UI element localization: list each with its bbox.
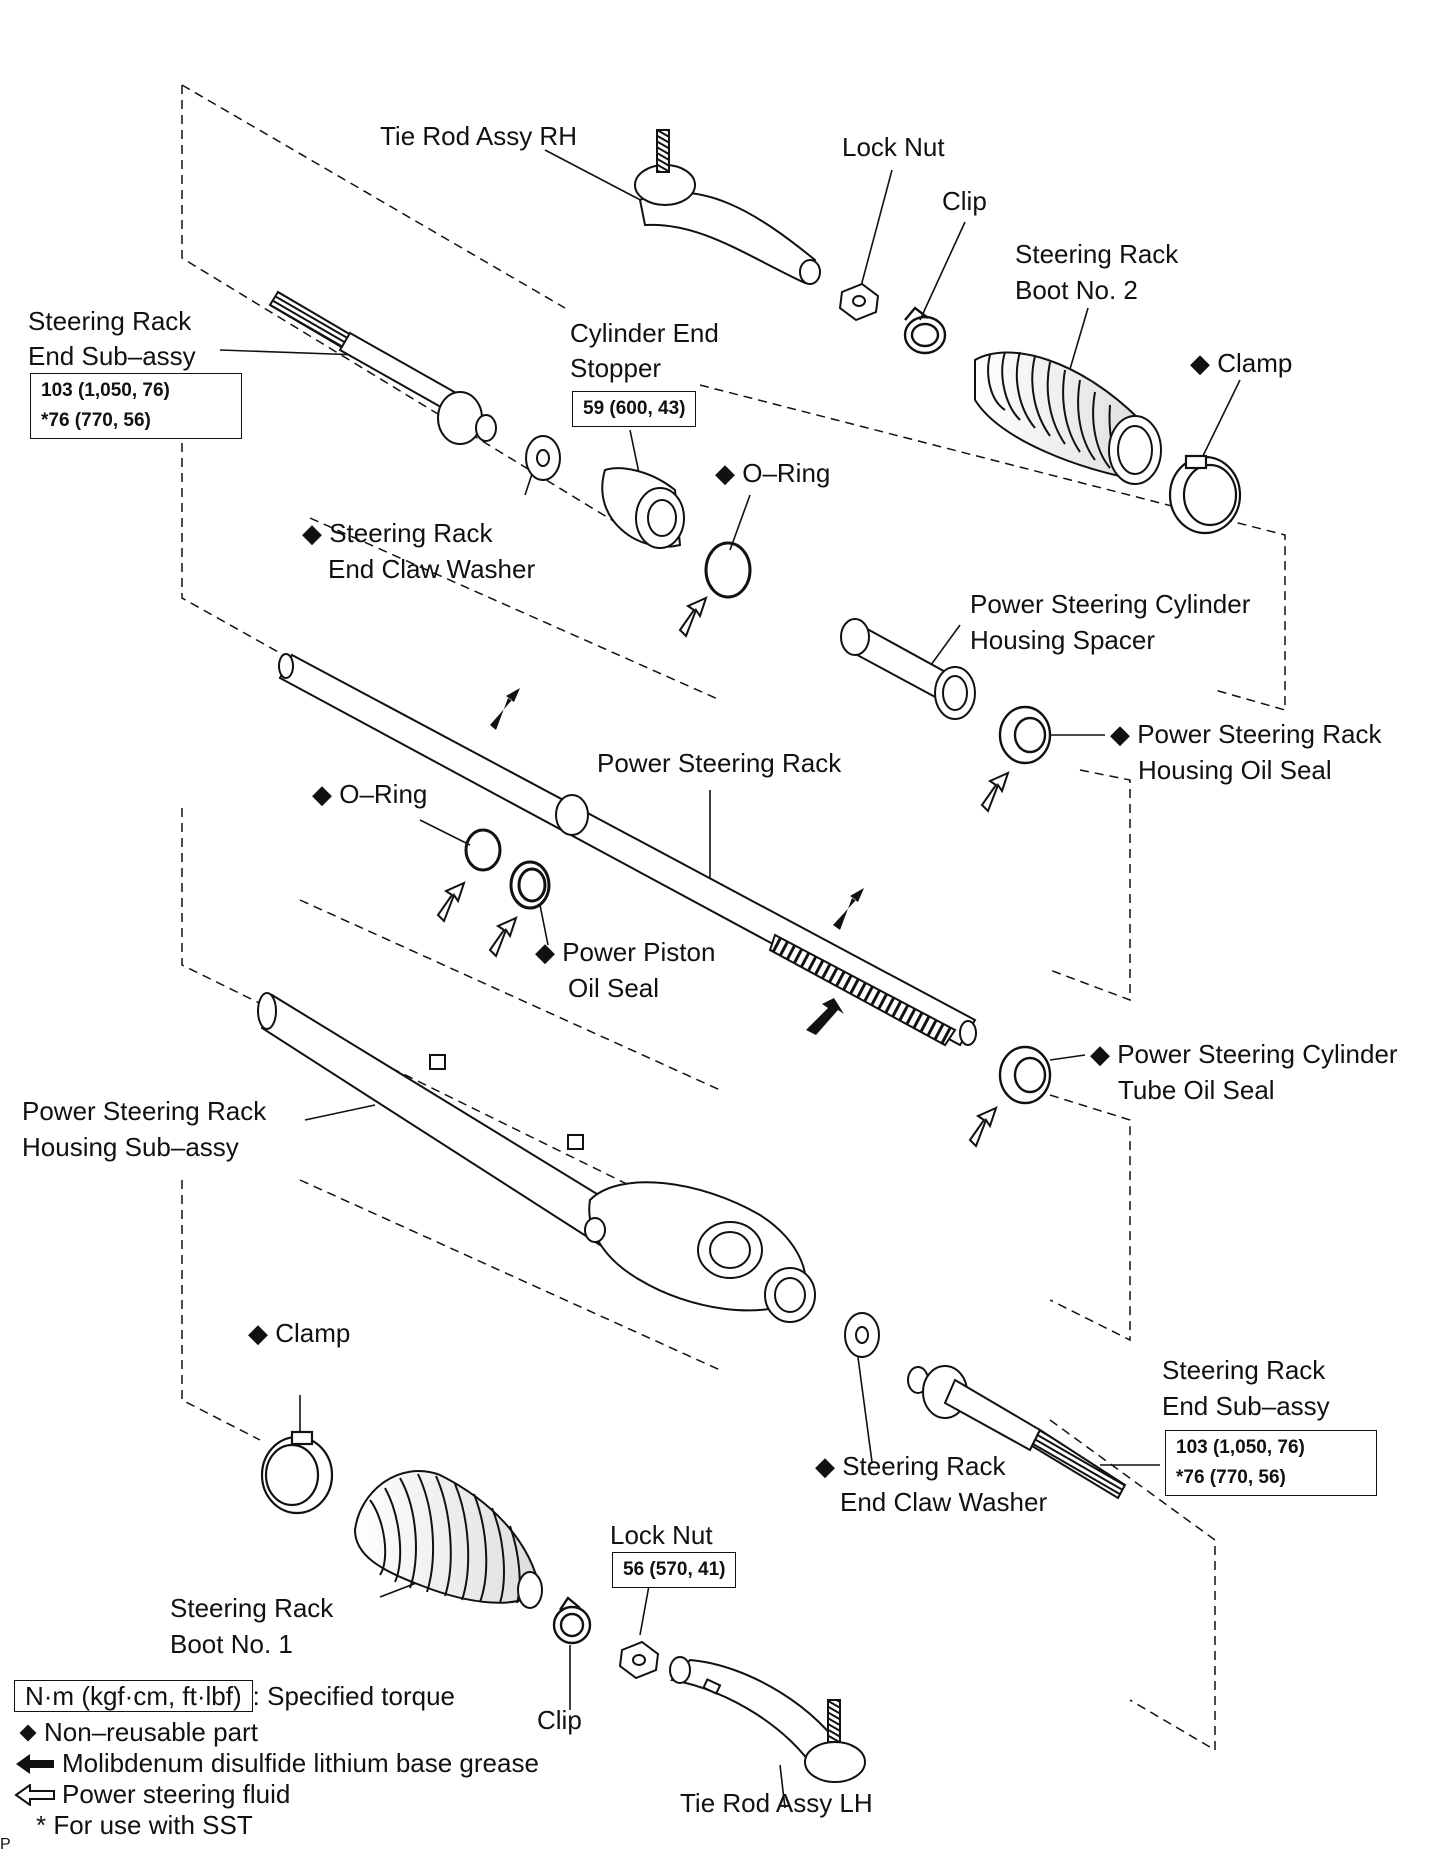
claw-washer-bottom xyxy=(844,1312,880,1358)
label-tie-rod-assy-lh: Tie Rod Assy LH xyxy=(680,1788,873,1818)
steering-rack-end-sub-assy-rh xyxy=(268,290,497,445)
legend: N·m (kgf·cm, ft·lbf): Specified torque N… xyxy=(14,1680,539,1841)
steering-rack-boot-no2 xyxy=(974,351,1162,485)
torque-box-end-lh: 103 (1,050, 76) *76 (770, 56) xyxy=(1165,1430,1377,1496)
torque-cyl-stopper: 59 (600, 43) xyxy=(572,391,697,427)
cylinder-housing-spacer xyxy=(840,618,976,720)
torque-box-end-rh: 103 (1,050, 76) *76 (770, 56) xyxy=(30,373,242,439)
label-power-steering-rack: Power Steering Rack xyxy=(597,748,842,778)
legend-grease-row: Molibdenum disulfide lithium base grease xyxy=(14,1748,539,1779)
legend-grease: Molibdenum disulfide lithium base grease xyxy=(62,1748,539,1778)
label-piston-seal-line1: ◆ Power Piston xyxy=(535,937,716,967)
clamp-bottom xyxy=(260,1430,334,1515)
legend-unit-box: N·m (kgf·cm, ft·lbf) xyxy=(14,1680,253,1712)
label-end-lh-line1: Steering Rack xyxy=(1162,1355,1326,1385)
grease-arrow-rack-bottom xyxy=(806,998,844,1035)
power-steering-rack xyxy=(278,653,977,1047)
label-tube-seal-line2: Tube Oil Seal xyxy=(1118,1075,1275,1105)
legend-sst: * For use with SST xyxy=(36,1810,253,1840)
label-rack-oil-seal-line1: ◆ Power Steering Rack xyxy=(1110,719,1382,749)
label-tube-seal-line1: ◆ Power Steering Cylinder xyxy=(1090,1039,1398,1069)
label-end-rh-line1: Steering Rack xyxy=(28,306,192,336)
label-clamp-top: ◆ Clamp xyxy=(1190,348,1293,378)
label-washer-bottom-line1: ◆ Steering Rack xyxy=(815,1451,1006,1481)
label-tie-rod-assy-rh: Tie Rod Assy RH xyxy=(380,121,577,151)
o-ring-mid xyxy=(464,828,502,872)
torque-end-rh-2: *76 (770, 56) xyxy=(41,410,151,431)
legend-non-reusable: Non–reusable part xyxy=(44,1717,258,1747)
label-end-lh-line2: End Sub–assy xyxy=(1162,1391,1330,1421)
legend-fluid: Power steering fluid xyxy=(62,1779,291,1809)
label-boot1-line2: Boot No. 1 xyxy=(170,1629,293,1659)
tie-rod-assy-rh xyxy=(634,129,821,285)
filled-arrow-icon xyxy=(16,1754,54,1774)
label-lock-nut-top: Lock Nut xyxy=(842,132,945,162)
legend-sst-row: * For use with SST xyxy=(14,1810,539,1841)
label-housing-line1: Power Steering Rack xyxy=(22,1096,267,1126)
tie-rod-assy-lh xyxy=(669,1656,866,1783)
label-clamp-bottom: ◆ Clamp xyxy=(248,1318,351,1348)
lock-nut-bottom xyxy=(618,1640,660,1680)
grease-arrow-rack-top xyxy=(490,688,520,730)
clamp-top xyxy=(1168,454,1242,535)
grease-arrow-rack-mid xyxy=(833,888,864,930)
torque-end-lh-1: 103 (1,050, 76) xyxy=(1176,1437,1305,1458)
label-washer-top-line2: End Claw Washer xyxy=(328,554,536,584)
o-ring-top xyxy=(704,541,752,599)
claw-washer-top xyxy=(525,435,561,481)
label-end-rh-line2: End Sub–assy xyxy=(28,341,196,371)
label-washer-top-line1: ◆ Steering Rack xyxy=(302,518,493,548)
legend-unit-desc: : Specified torque xyxy=(252,1681,456,1711)
legend-non-reusable-row: Non–reusable part xyxy=(14,1717,539,1748)
label-boot1-line1: Steering Rack xyxy=(170,1593,334,1623)
label-housing-line2: Housing Sub–assy xyxy=(22,1132,239,1162)
lock-nut-top xyxy=(838,282,880,322)
label-spacer-line1: Power Steering Cylinder xyxy=(970,589,1251,619)
label-clip-bottom: Clip xyxy=(537,1705,582,1735)
label-o-ring-mid: ◆ O–Ring xyxy=(312,779,428,809)
label-boot2-line1: Steering Rack xyxy=(1015,239,1179,269)
diamond-icon xyxy=(19,1724,37,1742)
label-o-ring-top: ◆ O–Ring xyxy=(715,458,831,488)
label-washer-bottom-line2: End Claw Washer xyxy=(840,1487,1048,1517)
fluid-arrows xyxy=(436,596,1010,1148)
label-clip-top: Clip xyxy=(942,186,987,216)
label-rack-oil-seal-line2: Housing Oil Seal xyxy=(1138,755,1332,785)
grease-arrows xyxy=(490,688,864,1035)
steering-rack-boot-no1 xyxy=(353,1470,543,1609)
label-cyl-stopper-line1: Cylinder End xyxy=(570,318,719,348)
page-mark: P xyxy=(0,1836,11,1853)
label-cyl-stopper-line2: Stopper xyxy=(570,353,662,383)
torque-lock-nut: 56 (570, 41) xyxy=(612,1552,737,1588)
label-piston-seal-line2: Oil Seal xyxy=(568,973,660,1003)
label-lock-nut-bottom: Lock Nut xyxy=(610,1520,713,1550)
legend-torque-row: N·m (kgf·cm, ft·lbf): Specified torque xyxy=(14,1680,539,1712)
power-piston-oil-seal xyxy=(509,860,551,910)
cylinder-end-stopper xyxy=(601,467,685,549)
torque-end-rh-1: 103 (1,050, 76) xyxy=(41,380,170,401)
rack-housing-sub-assy xyxy=(257,992,816,1323)
clip-bottom xyxy=(552,1596,592,1645)
legend-fluid-row: Power steering fluid xyxy=(14,1779,539,1810)
torque-end-lh-2: *76 (770, 56) xyxy=(1176,1467,1286,1488)
clip-top xyxy=(903,306,947,355)
label-spacer-line2: Housing Spacer xyxy=(970,625,1155,655)
outline-arrow-icon xyxy=(14,1783,55,1807)
cylinder-tube-oil-seal xyxy=(998,1045,1052,1105)
label-boot2-line2: Boot No. 2 xyxy=(1015,275,1138,305)
rack-housing-oil-seal xyxy=(998,705,1052,765)
dashed-guide-lines xyxy=(181,84,1286,1752)
steering-rack-end-sub-assy-lh xyxy=(907,1365,1127,1500)
